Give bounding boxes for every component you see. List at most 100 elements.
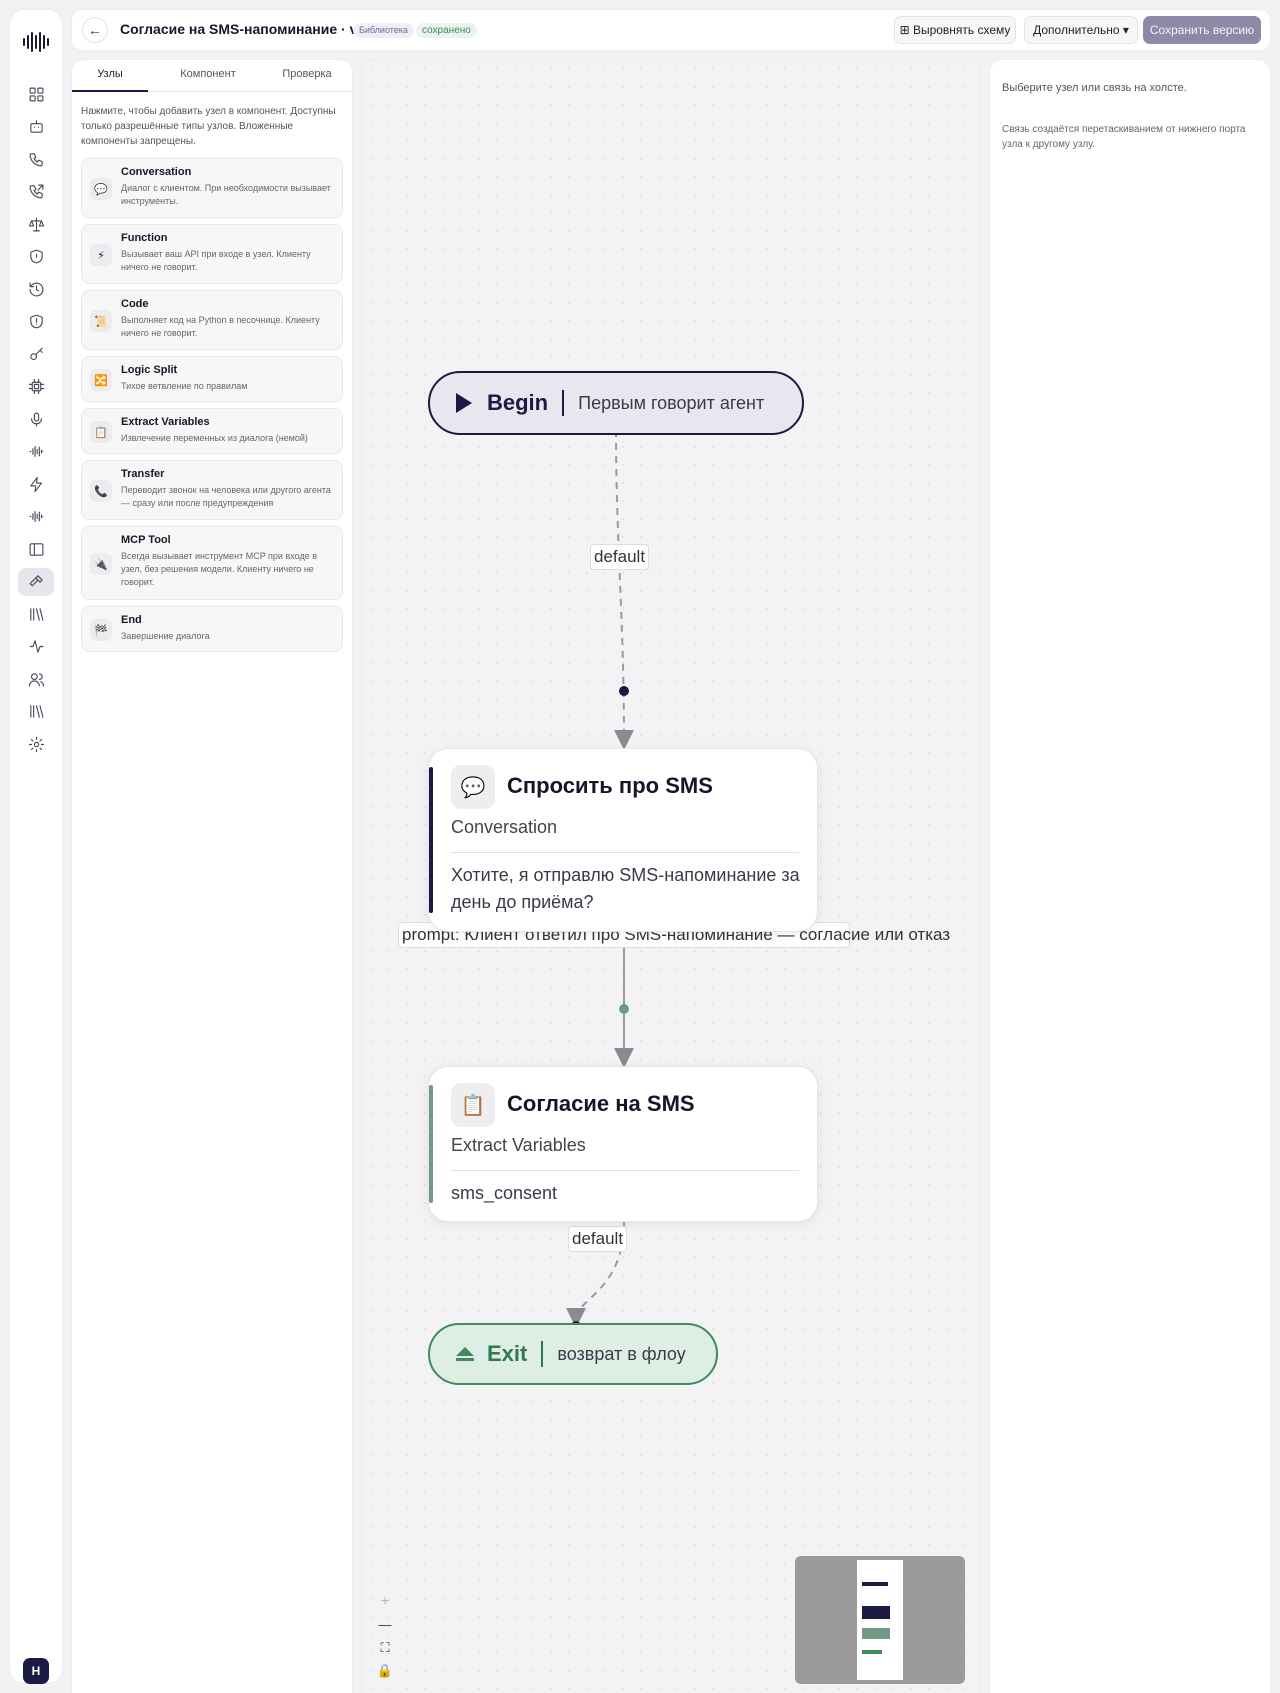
eject-icon bbox=[456, 1347, 474, 1361]
consent-input-port bbox=[619, 1004, 629, 1014]
waveform-icon[interactable] bbox=[18, 503, 54, 531]
align-layout-button[interactable]: ⊞ Выровнять схему bbox=[894, 16, 1016, 44]
node-type-name: MCP Tool bbox=[121, 534, 171, 546]
minimap-begin bbox=[862, 1582, 888, 1586]
node-accent-bar bbox=[429, 1085, 433, 1203]
hammer-icon[interactable] bbox=[18, 567, 54, 596]
node-type-icon: 📞 bbox=[90, 480, 112, 502]
node-type-name: Extract Variables bbox=[121, 416, 210, 428]
node-type-icon: 🔌 bbox=[90, 553, 112, 575]
panel-tabs: Узлы Компонент Проверка bbox=[72, 60, 352, 92]
fit-view-button[interactable]: ⛶ bbox=[380, 1639, 390, 1655]
node-palette-panel: Узлы Компонент Проверка Нажмите, чтобы д… bbox=[72, 60, 352, 1693]
lock-icon[interactable]: 🔒 bbox=[376, 1662, 394, 1678]
back-button[interactable]: ← bbox=[82, 17, 108, 43]
chat-bubble-icon: 💬 bbox=[451, 765, 495, 809]
inspector-note: Связь создаётся перетаскиванием от нижне… bbox=[1002, 124, 1246, 150]
history-icon[interactable] bbox=[18, 275, 54, 303]
minimap-node bbox=[862, 1606, 890, 1619]
edge-consent-to-exit bbox=[566, 1221, 625, 1328]
divider bbox=[451, 1170, 799, 1171]
begin-node-name: Begin bbox=[487, 390, 549, 415]
mic-icon[interactable] bbox=[18, 405, 54, 433]
node-type-description: Выполняет код на Python в песочнице. Кли… bbox=[121, 315, 320, 338]
sidebar-panel-icon[interactable] bbox=[18, 535, 54, 563]
node-type-name: Transfer bbox=[121, 468, 165, 480]
phone-outgoing-icon[interactable] bbox=[18, 178, 54, 206]
chip-icon[interactable] bbox=[18, 373, 54, 401]
inspector-panel: Выберите узел или связь на холсте. Связь… bbox=[990, 60, 1270, 1693]
flow-canvas[interactable]: default prompt: Клиент ответил про SMS-н… bbox=[362, 60, 980, 1693]
activity-icon[interactable] bbox=[18, 633, 54, 661]
tab-component[interactable]: Компонент bbox=[180, 68, 236, 80]
node-type-icon: ⚡ bbox=[90, 244, 112, 266]
node-type-description: Переводит звонок на человека или другого… bbox=[121, 485, 331, 508]
begin-node-subtitle: Первым говорит агент bbox=[578, 392, 765, 413]
zoom-controls: + — ⛶ 🔒 bbox=[374, 1590, 396, 1686]
library-icon[interactable] bbox=[18, 698, 54, 726]
node-type-icon: 💬 bbox=[90, 178, 112, 200]
palette-help-text: Нажмите, чтобы добавить узел в компонент… bbox=[81, 106, 336, 147]
flow-node-ask-sms[interactable]: 💬 Спросить про SMS Conversation Хотите, … bbox=[428, 748, 818, 932]
node-type-name: Function bbox=[121, 232, 168, 244]
edge-label-default[interactable]: default bbox=[568, 1226, 628, 1252]
zoom-in-button[interactable]: + bbox=[380, 1592, 390, 1610]
shield-icon[interactable] bbox=[18, 243, 54, 271]
shield-check-icon[interactable] bbox=[18, 308, 54, 336]
library-icon[interactable] bbox=[18, 600, 54, 628]
node-type-description: Тихое ветвление по правилам bbox=[121, 381, 248, 391]
sidebar-rail: Н bbox=[10, 10, 62, 1684]
dashboard-icon[interactable] bbox=[18, 80, 54, 108]
library-badge: Библиотека bbox=[353, 23, 414, 38]
node-type-description: Завершение диалога bbox=[121, 631, 210, 641]
minimap-viewport[interactable] bbox=[857, 1560, 903, 1680]
key-icon[interactable] bbox=[18, 340, 54, 368]
node-type-icon: 🏁 bbox=[90, 619, 112, 641]
tab-check[interactable]: Проверка bbox=[282, 68, 332, 80]
page-title: Согласие на SMS-напоминание · v1 bbox=[120, 21, 366, 37]
minimap-node bbox=[862, 1628, 890, 1639]
node-type-description: Диалог с клиентом. При необходимости выз… bbox=[121, 183, 331, 206]
node-type-name: End bbox=[121, 614, 142, 626]
sms-input-port bbox=[619, 686, 629, 696]
node-type-name: Conversation bbox=[121, 166, 192, 178]
divider bbox=[562, 390, 565, 416]
avatar[interactable]: Н bbox=[23, 1658, 49, 1684]
bot-icon[interactable] bbox=[18, 113, 54, 141]
zoom-out-button[interactable]: — bbox=[378, 1617, 392, 1632]
lightning-icon[interactable] bbox=[18, 470, 54, 498]
node-type-description: Вызывает ваш API при входе в узел. Клиен… bbox=[121, 249, 311, 272]
header-bar: ← Согласие на SMS-напоминание · v1 Библи… bbox=[72, 10, 1270, 50]
node-variable-name: sms_consent bbox=[451, 1183, 558, 1203]
node-title: Согласие на SMS bbox=[507, 1091, 695, 1116]
tab-nodes[interactable]: Узлы bbox=[97, 68, 123, 80]
begin-node[interactable]: Begin Первым говорит агент bbox=[428, 371, 804, 435]
exit-node[interactable]: Exit возврат в флоу bbox=[428, 1323, 718, 1385]
node-type-description: Всегда вызывает инструмент MCP при входе… bbox=[121, 551, 317, 587]
play-icon bbox=[456, 393, 472, 413]
flow-node-sms-consent[interactable]: 📋 Согласие на SMS Extract Variables sms_… bbox=[428, 1066, 818, 1222]
gear-icon[interactable] bbox=[18, 730, 54, 758]
more-dropdown-button[interactable]: Дополнительно ▾ bbox=[1024, 16, 1138, 44]
scales-icon[interactable] bbox=[18, 210, 54, 238]
active-tab-indicator bbox=[72, 90, 148, 92]
save-version-button[interactable]: Сохранить версию bbox=[1143, 16, 1261, 44]
users-icon[interactable] bbox=[18, 665, 54, 693]
phone-icon[interactable] bbox=[18, 145, 54, 173]
waveform-icon[interactable] bbox=[18, 438, 54, 466]
divider bbox=[541, 1341, 544, 1367]
node-accent-bar bbox=[429, 767, 433, 913]
minimap-exit bbox=[862, 1650, 882, 1654]
node-type-icon: 🔀 bbox=[90, 369, 112, 391]
minimap[interactable] bbox=[795, 1556, 965, 1684]
node-type-description: Извлечение переменных из диалога (немой) bbox=[121, 433, 308, 443]
edge-label-default[interactable]: default bbox=[590, 544, 650, 570]
